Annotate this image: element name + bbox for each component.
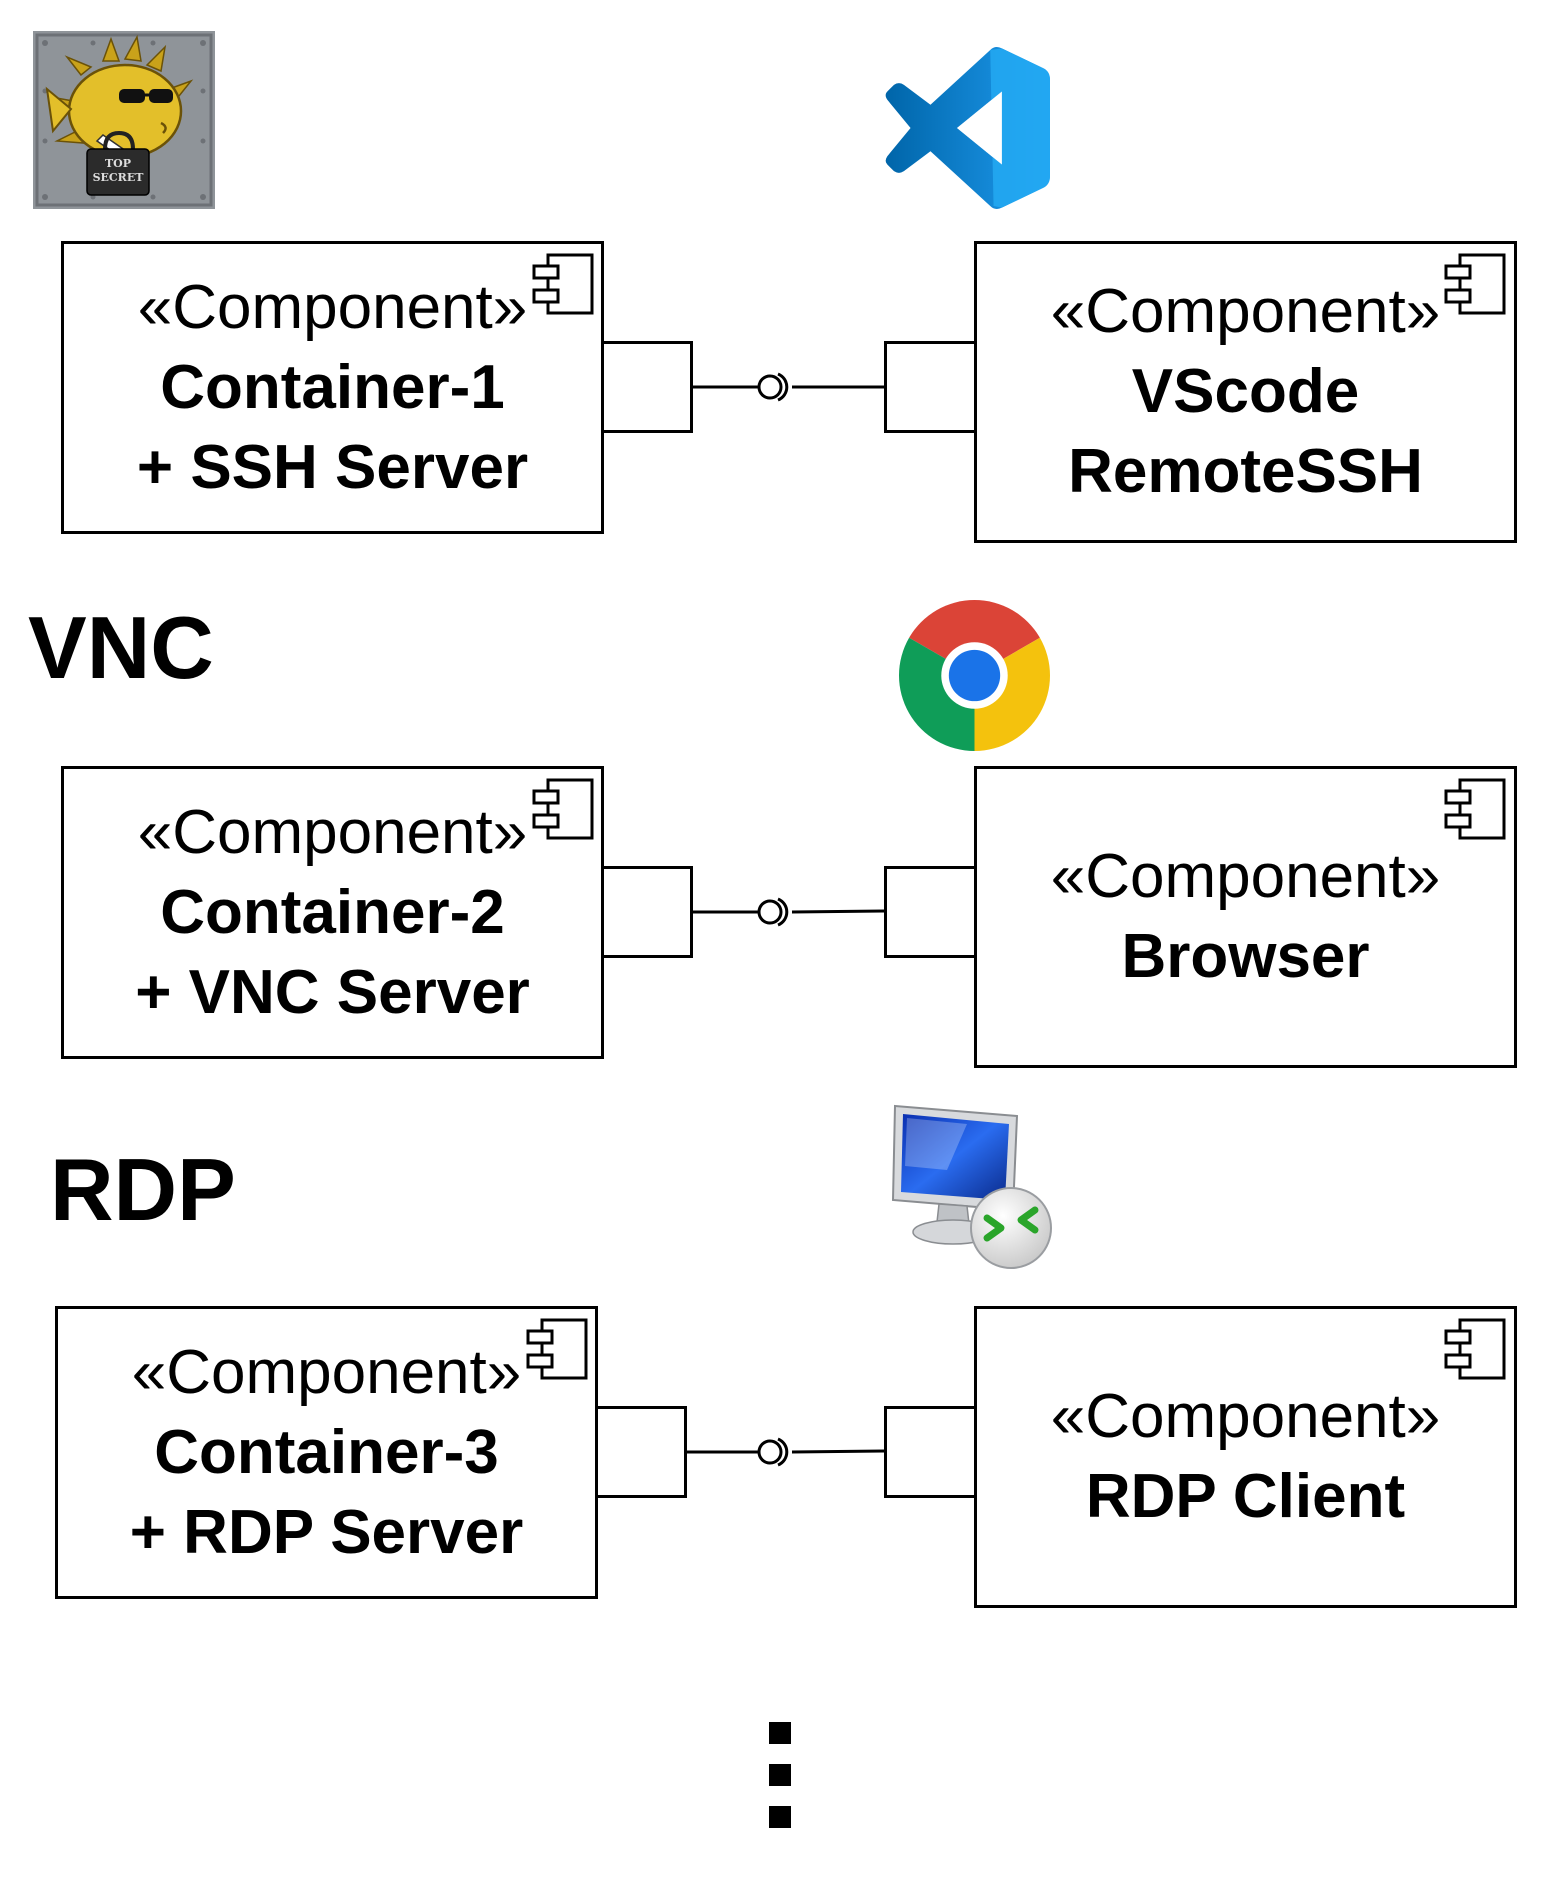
- component-glyph-icon: [1444, 253, 1506, 315]
- component-name: Browser: [1121, 922, 1370, 991]
- ellipsis-dot: [769, 1722, 791, 1744]
- component-name: VScode: [1131, 357, 1360, 426]
- vscode-logo-icon: [883, 45, 1051, 211]
- svg-text:SECRET: SECRET: [93, 171, 145, 184]
- rdp-section-label: RDP: [50, 1140, 236, 1239]
- stereotype-label: «Component»: [137, 797, 528, 867]
- provided-required-interface-connector-3: [687, 1437, 885, 1467]
- provided-required-interface-connector-2: [693, 897, 885, 927]
- stereotype-label: «Component»: [131, 1337, 522, 1407]
- chrome-logo-icon: [899, 600, 1050, 751]
- stereotype-label: «Component»: [1050, 277, 1441, 346]
- client-component-3: «Component» RDP Client: [974, 1306, 1517, 1608]
- server-port-3: [595, 1406, 687, 1498]
- component-glyph-icon: [1444, 1318, 1506, 1380]
- server-port-1: [601, 341, 693, 433]
- component-glyph-icon: [526, 1318, 588, 1380]
- stereotype-label: «Component»: [1050, 1382, 1441, 1451]
- client-port-2: [884, 866, 977, 958]
- component-name: Container-3: [154, 1417, 499, 1487]
- server-component-3: «Component» Container-3 + RDP Server: [55, 1306, 598, 1599]
- ellipsis-dot: [769, 1806, 791, 1828]
- ellipsis-dot: [769, 1764, 791, 1786]
- svg-text:TOP: TOP: [105, 157, 131, 170]
- stereotype-label: «Component»: [137, 272, 528, 342]
- component-name: RDP Client: [1085, 1462, 1406, 1531]
- client-port-1: [884, 341, 977, 433]
- component-name: Container-2: [160, 877, 505, 947]
- client-component-1: «Component» VScode RemoteSSH: [974, 241, 1517, 543]
- server-component-2: «Component» Container-2 + VNC Server: [61, 766, 604, 1059]
- stereotype-label: «Component»: [1050, 842, 1441, 911]
- component-glyph-icon: [532, 253, 594, 315]
- more-items-ellipsis-icon: [769, 1722, 791, 1848]
- provided-required-interface-connector-1: [693, 372, 884, 402]
- server-port-2: [601, 866, 693, 958]
- openssh-pufferfish-logo-icon: TOP SECRET: [33, 31, 215, 209]
- server-component-1: «Component» Container-1 + SSH Server: [61, 241, 604, 534]
- component-detail: + SSH Server: [136, 432, 529, 502]
- vnc-section-label: VNC: [28, 598, 214, 697]
- component-glyph-icon: [1444, 778, 1506, 840]
- component-detail: + RDP Server: [129, 1497, 524, 1567]
- remote-desktop-icon: [887, 1100, 1057, 1275]
- component-detail: + VNC Server: [135, 957, 530, 1027]
- client-port-3: [884, 1406, 977, 1498]
- component-glyph-icon: [532, 778, 594, 840]
- component-name: Container-1: [160, 352, 505, 422]
- component-detail: RemoteSSH: [1068, 437, 1423, 506]
